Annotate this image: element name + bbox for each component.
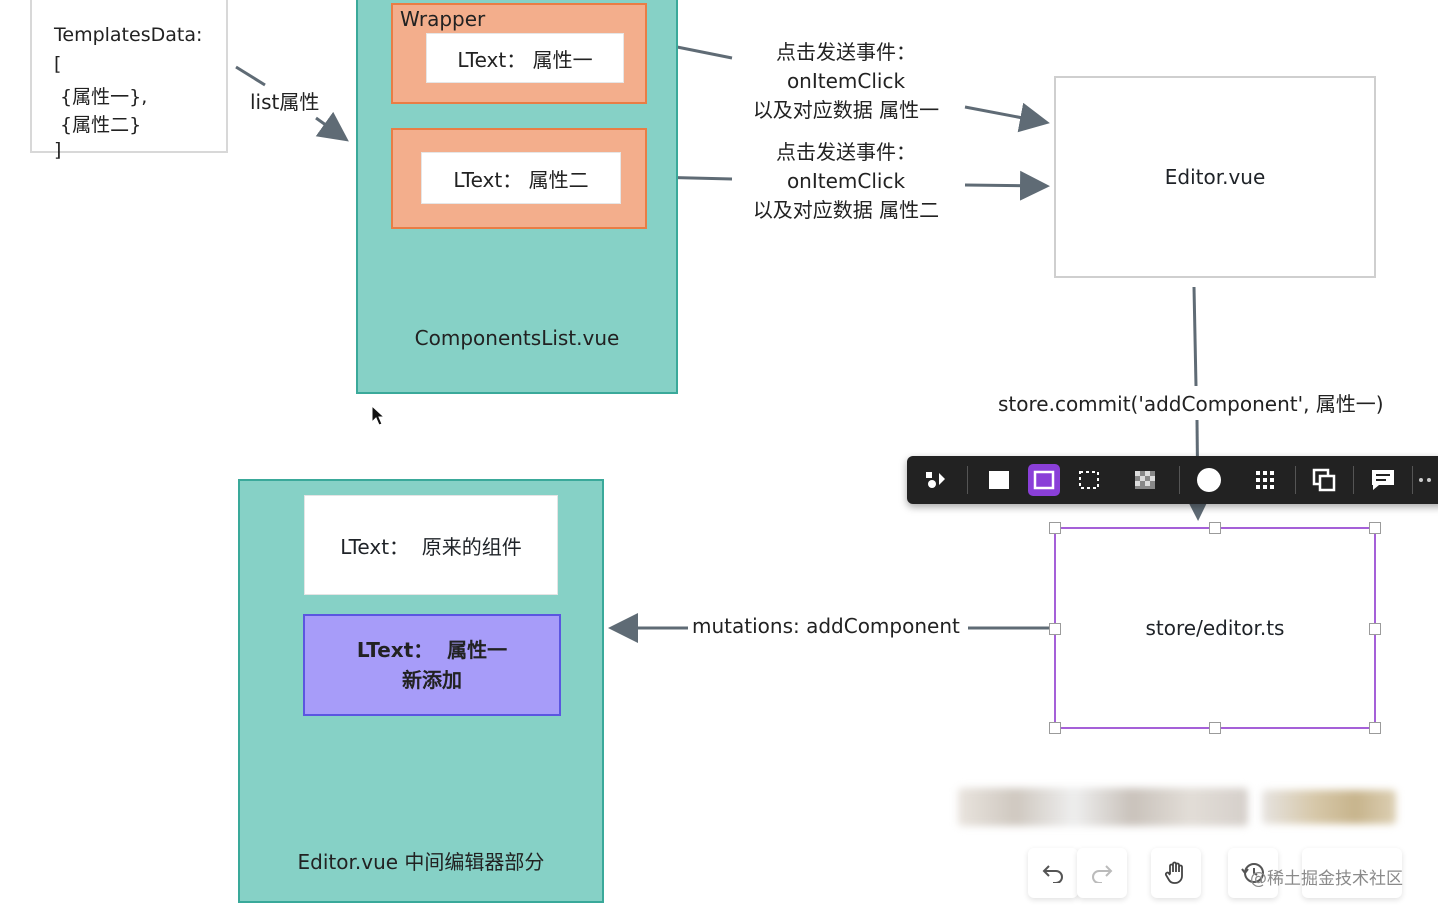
store-label: store/editor.ts	[1145, 616, 1285, 640]
line-editor-to-commit	[1192, 286, 1198, 387]
original-component-label: LText： 原来的组件	[340, 534, 522, 559]
fill-rect-icon[interactable]	[983, 464, 1015, 496]
event-2-line: 以及对应数据 属性二	[752, 198, 940, 222]
shapes-icon[interactable]	[921, 464, 953, 496]
resize-handle[interactable]	[1209, 522, 1221, 534]
history-icon	[1241, 863, 1264, 883]
arrow-event1-to-editor	[964, 102, 1050, 133]
resize-handle[interactable]	[1049, 722, 1061, 734]
redo-button[interactable]	[1077, 848, 1127, 898]
grid-icon[interactable]	[1250, 464, 1282, 496]
new-component-line-1: LText： 属性一	[356, 638, 508, 662]
resize-handle[interactable]	[1209, 722, 1221, 734]
undo-button[interactable]	[1028, 848, 1078, 898]
list-prop-label: list属性	[250, 90, 320, 114]
hand-tool-button[interactable]	[1151, 848, 1201, 898]
event-2-line: onItemClick	[786, 169, 906, 193]
editor-vue-box: Editor.vue	[1054, 76, 1376, 278]
event-2-text: 点击发送事件： onItemClick 以及对应数据 属性二	[736, 138, 956, 225]
ltext-item-1: LText： 属性一	[426, 33, 624, 83]
resize-handle[interactable]	[1369, 522, 1381, 534]
copy-icon[interactable]	[1308, 464, 1340, 496]
cursor-icon	[371, 405, 386, 426]
templates-data-box: TemplatesData: [ {属性一}, {属性二} ]	[30, 0, 228, 161]
resize-handle[interactable]	[1049, 522, 1061, 534]
event-1-text: 点击发送事件： onItemClick 以及对应数据 属性一	[736, 38, 956, 125]
dashed-rect-icon[interactable]	[1073, 464, 1105, 496]
templates-line: TemplatesData:	[54, 24, 203, 46]
new-component-card: LText： 属性一 新添加	[303, 614, 561, 716]
event-1-line: onItemClick	[786, 69, 906, 93]
zoom-box[interactable]	[1302, 848, 1402, 898]
components-list-footer: ComponentsList.vue	[414, 326, 620, 350]
mutation-label: mutations: addComponent	[692, 614, 960, 638]
new-component-line-2: 新添加	[402, 668, 462, 692]
editor-middle-footer: Editor.vue 中间编辑器部分	[297, 850, 545, 874]
redo-icon	[1092, 865, 1113, 883]
event-2-line: 点击发送事件：	[776, 140, 916, 164]
ltext-item-2: LText： 属性二	[421, 152, 621, 204]
arrow-event2-to-editor	[964, 170, 1050, 201]
editor-middle-box: LText： 原来的组件 LText： 属性一 新添加 Editor.vue 中…	[238, 479, 604, 903]
wrapper-box-2: LText： 属性二	[391, 128, 647, 229]
original-component-card: LText： 原来的组件	[304, 495, 558, 595]
arrow-templates-to-list	[235, 65, 266, 87]
more-icon[interactable]	[1415, 464, 1438, 496]
blurred-content	[958, 788, 1248, 826]
components-list-box: Wrapper LText： 属性一 LText： 属性二 Components…	[356, 0, 678, 394]
wrapper-box: Wrapper LText： 属性一	[391, 3, 647, 104]
templates-line: [	[54, 53, 62, 75]
undo-icon	[1042, 865, 1063, 883]
commit-label: store.commit('addComponent', 属性一)	[996, 388, 1386, 417]
floating-toolbar	[907, 456, 1438, 504]
templates-line: ]	[54, 139, 62, 161]
wrapper-label: Wrapper	[400, 7, 486, 31]
resize-handle[interactable]	[1369, 623, 1381, 635]
editor-vue-label: Editor.vue	[1164, 165, 1266, 189]
watermark: @稀土掘金技术社区	[1250, 869, 1403, 889]
history-button[interactable]	[1228, 848, 1278, 898]
blurred-content	[1262, 790, 1396, 824]
resize-handle[interactable]	[1369, 722, 1381, 734]
resize-handle[interactable]	[1049, 623, 1061, 635]
templates-line: {属性一},	[54, 86, 148, 108]
circle-icon[interactable]	[1193, 464, 1225, 496]
hand-icon	[1164, 861, 1183, 884]
outline-rect-icon[interactable]	[1028, 464, 1060, 496]
templates-line: {属性二}	[54, 114, 142, 136]
comment-icon[interactable]	[1367, 464, 1399, 496]
event-1-line: 点击发送事件：	[776, 40, 916, 64]
store-editor-box[interactable]: store/editor.ts	[1049, 522, 1381, 734]
event-1-line: 以及对应数据 属性一	[752, 98, 940, 122]
checker-icon[interactable]	[1129, 464, 1161, 496]
arrow-list-to-components	[315, 111, 349, 142]
